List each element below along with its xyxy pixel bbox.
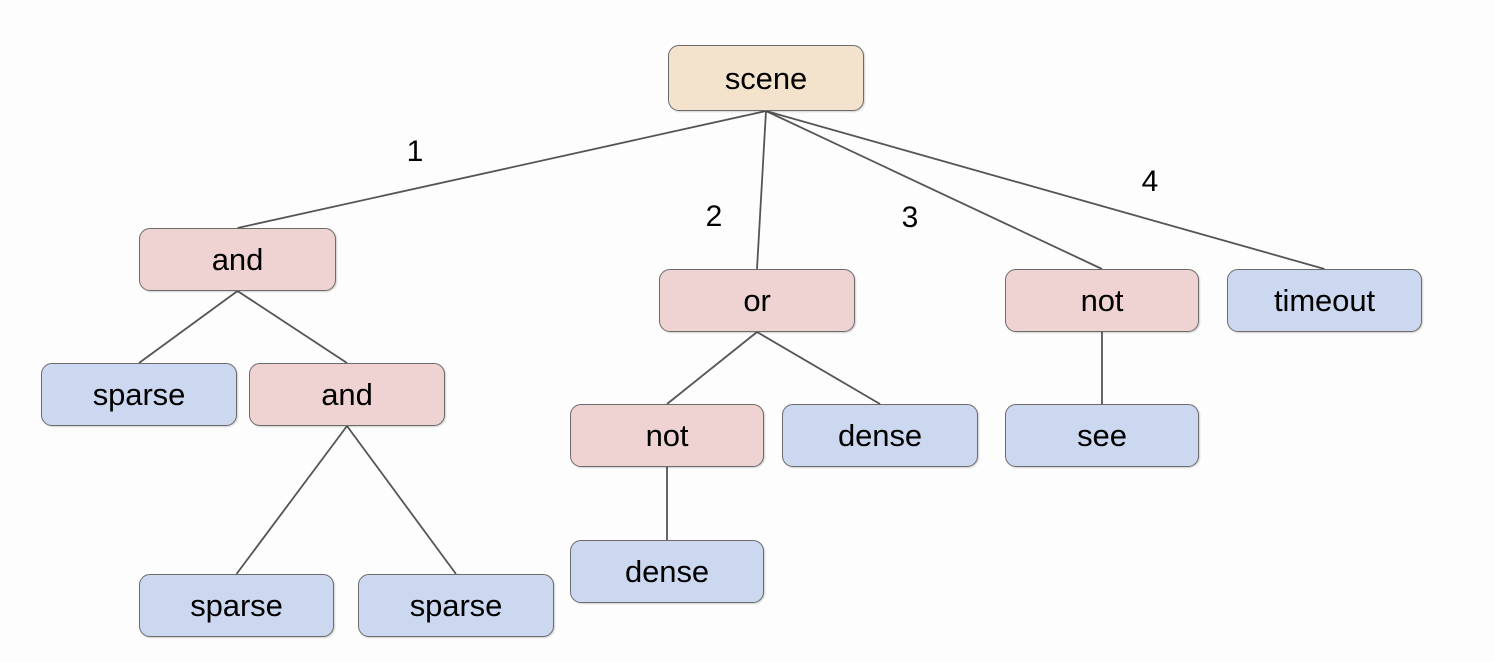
tree-node-label: sparse — [190, 588, 283, 623]
tree-node-and2[interactable]: and — [249, 363, 445, 426]
tree-node-label: sparse — [92, 377, 186, 412]
tree-node-label: and — [321, 377, 373, 412]
tree-node-or1[interactable]: or — [659, 269, 855, 332]
tree-edge-scene-and1 — [237, 110, 767, 229]
tree-node-scene[interactable]: scene — [668, 45, 864, 111]
tree-edge-scene-or1 — [756, 110, 767, 270]
edge-label-2: 2 — [705, 200, 723, 233]
tree-node-not2[interactable]: not — [1005, 269, 1199, 332]
tree-node-label: not — [1080, 283, 1124, 318]
tree-node-label: scene — [724, 60, 808, 96]
tree-node-label: and — [211, 242, 264, 277]
edge-label-4: 4 — [1141, 165, 1159, 198]
tree-edge-and1-and2 — [237, 290, 348, 364]
tree-node-sparse3[interactable]: sparse — [358, 574, 554, 637]
tree-node-dense2[interactable]: dense — [570, 540, 764, 603]
tree-edge-and2-sparse3 — [346, 425, 457, 575]
tree-node-sparse2[interactable]: sparse — [139, 574, 334, 637]
tree-node-label: or — [743, 283, 771, 318]
tree-edge-scene-not2 — [765, 110, 1103, 270]
tree-node-label: not — [645, 418, 689, 453]
tree-node-label: see — [1077, 418, 1127, 453]
edge-label-3: 3 — [901, 201, 919, 234]
tree-edge-or1-not1 — [666, 331, 758, 405]
tree-node-label: timeout — [1274, 283, 1375, 318]
tree-edge-scene-timeout1 — [765, 110, 1325, 270]
tree-node-sparse1[interactable]: sparse — [41, 363, 237, 426]
tree-node-label: sparse — [409, 588, 503, 623]
tree-node-label: dense — [625, 554, 709, 589]
tree-node-see1[interactable]: see — [1005, 404, 1199, 467]
tree-node-timeout1[interactable]: timeout — [1227, 269, 1422, 332]
tree-node-and1[interactable]: and — [139, 228, 336, 291]
tree-node-not1[interactable]: not — [570, 404, 764, 467]
tree-edge-and2-sparse2 — [235, 425, 348, 575]
tree-edge-and1-sparse1 — [138, 290, 239, 364]
tree-edge-or1-dense1 — [756, 331, 881, 405]
tree-node-dense1[interactable]: dense — [782, 404, 978, 467]
edge-label-1: 1 — [406, 135, 424, 168]
tree-node-label: dense — [838, 418, 922, 453]
